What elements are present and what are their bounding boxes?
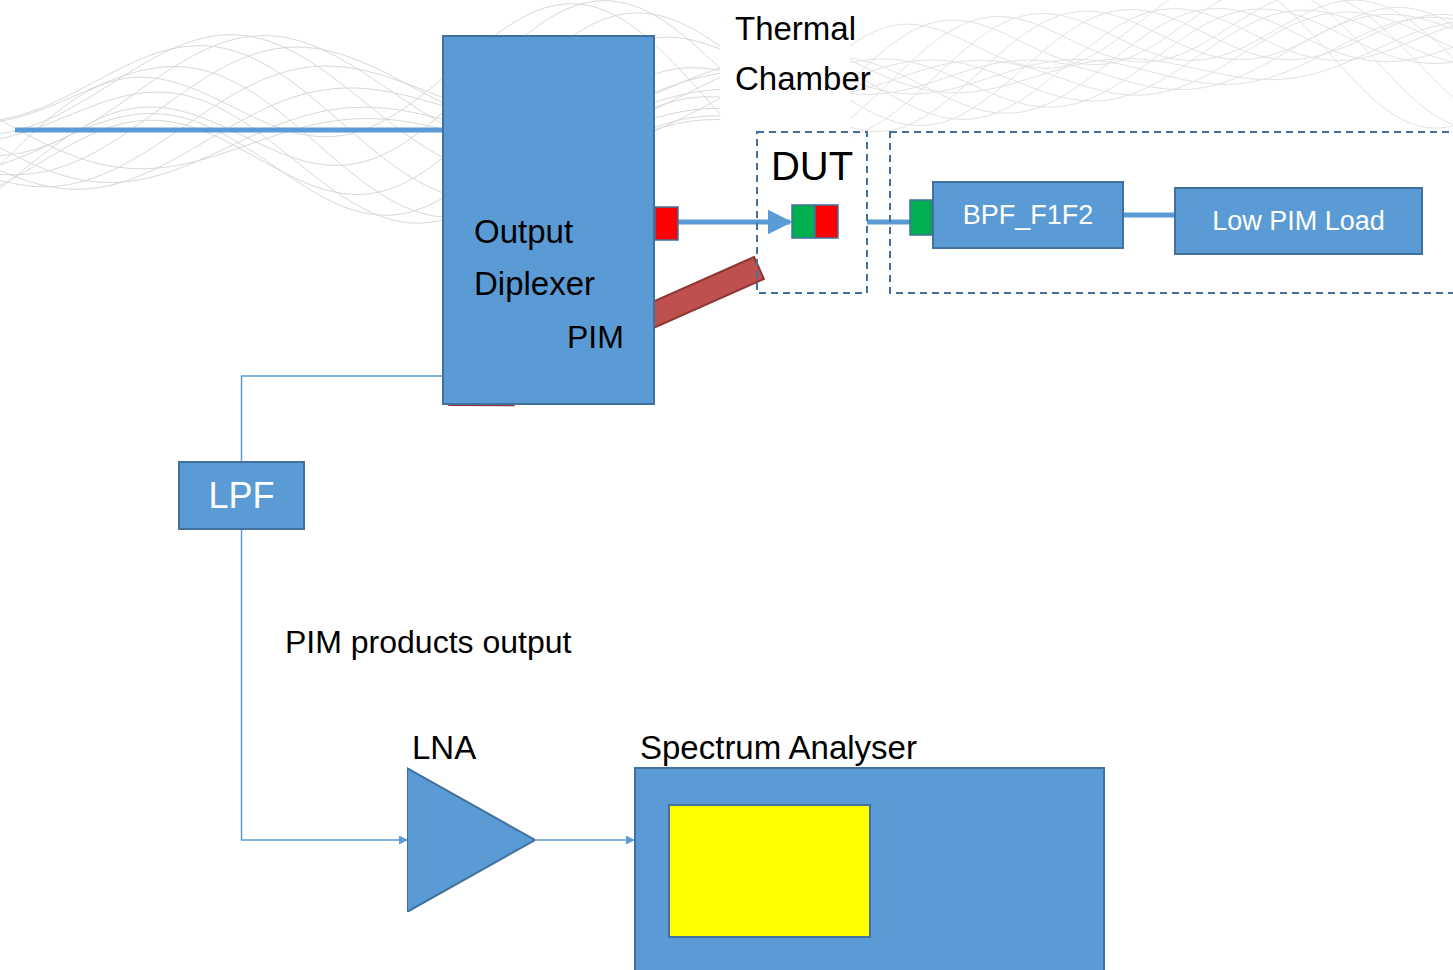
- signal-line: [242, 530, 408, 840]
- background-wave: [850, 0, 1453, 128]
- background-wave: [850, 17, 1453, 94]
- signal-line: [535, 839, 634, 841]
- signal-line: [678, 220, 790, 225]
- amplifier-symbol: LNA: [407, 728, 535, 912]
- node-label: LNA: [412, 728, 535, 768]
- node-label: BPF_F1F2: [963, 199, 1094, 231]
- background-wave: [850, 0, 1453, 136]
- background-wave: [850, 0, 1453, 130]
- signal-line: [242, 376, 443, 461]
- node-label: Output Diplexer: [474, 206, 644, 310]
- node-label: DUT: [757, 142, 867, 190]
- signal-line: [1124, 213, 1174, 218]
- amplifier-triangle: [407, 768, 535, 912]
- port-red: [815, 205, 838, 238]
- load-box: Low PIM Load: [1174, 187, 1423, 255]
- background-wave: [850, 14, 1453, 94]
- input-line: [15, 128, 442, 133]
- node-label: LPF: [208, 474, 274, 517]
- analyser-screen: [669, 805, 870, 937]
- background-wave: [850, 7, 1453, 131]
- edge-label: PIM: [565, 316, 626, 358]
- filter-box: LPF: [178, 461, 305, 530]
- background-wave: [850, 0, 1453, 123]
- node-label: Low PIM Load: [1212, 205, 1385, 237]
- signal-label: PIM products output: [285, 620, 645, 664]
- background-wave: [850, 10, 1453, 126]
- test-region-outline: [890, 132, 1453, 293]
- dut-box: DUT: [757, 132, 867, 293]
- port-green: [910, 200, 932, 235]
- analyser-box: Spectrum Analyser: [634, 728, 1105, 970]
- background-wave: [850, 9, 1453, 120]
- port-red: [655, 207, 678, 240]
- filter-box: BPF_F1F2: [932, 181, 1124, 249]
- signal-line: [867, 220, 910, 225]
- port-green: [792, 205, 815, 238]
- background-wave: [850, 10, 1453, 101]
- chamber-label: Thermal Chamber: [735, 4, 905, 104]
- node-label: Spectrum Analyser: [640, 728, 1105, 768]
- analyser-body: [635, 768, 1104, 970]
- background-wave: [850, 8, 1453, 113]
- thermal-chamber-outline: [757, 132, 867, 293]
